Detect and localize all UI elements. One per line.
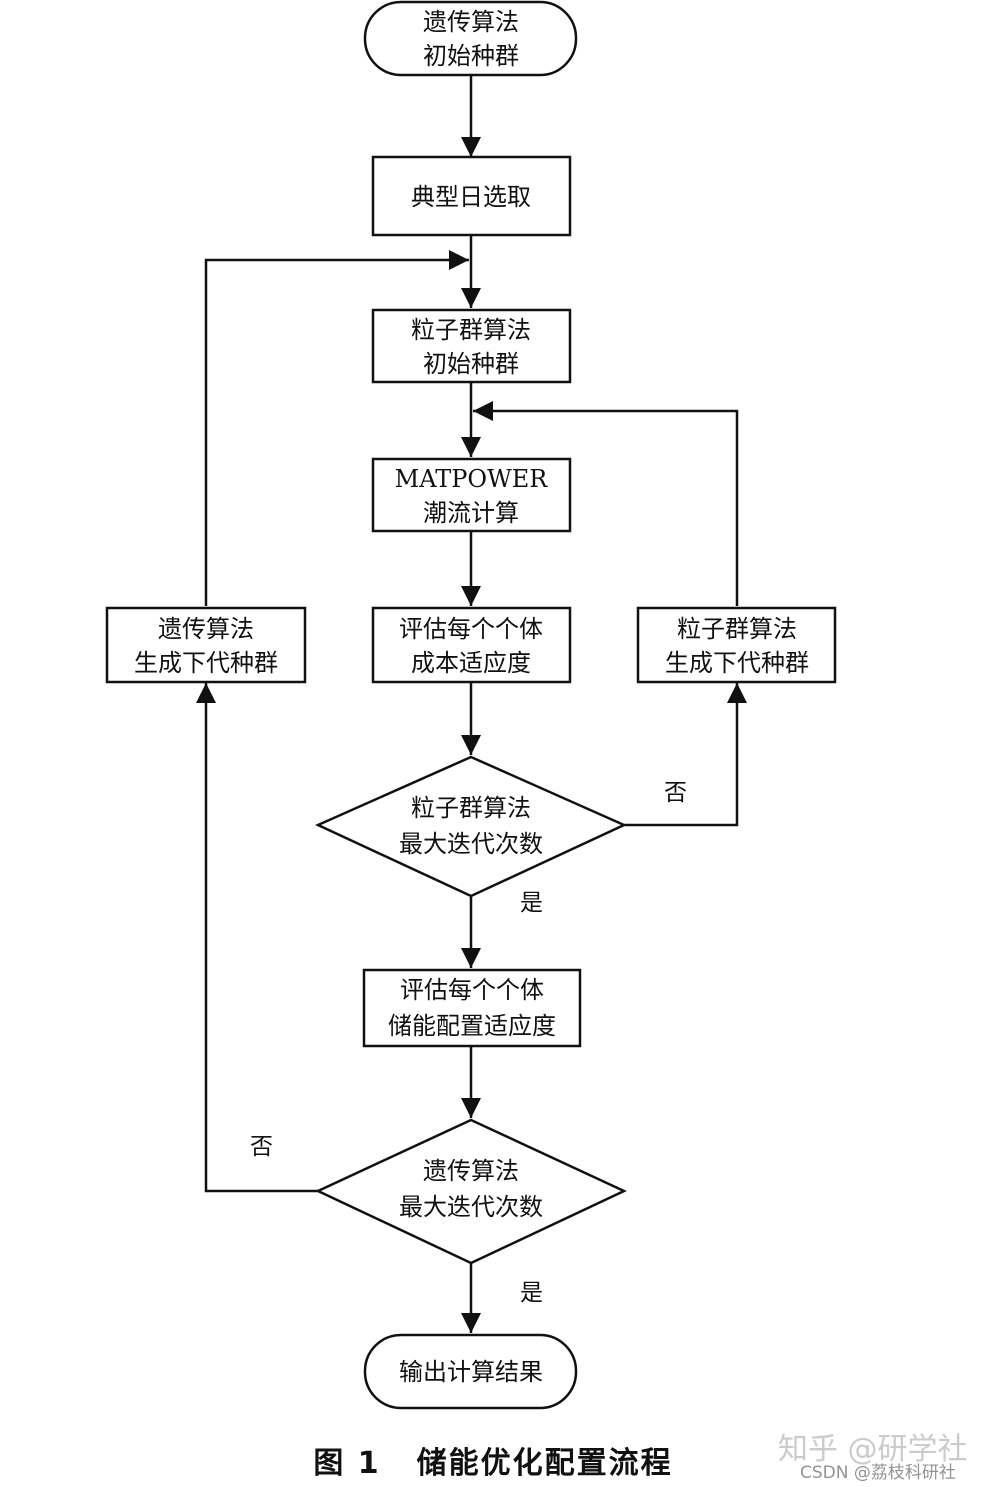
connectors: [196, 75, 747, 1333]
node-ga-max: 遗传算法 最大迭代次数: [315, 1118, 627, 1265]
node-ga-init-line2: 初始种群: [423, 42, 519, 70]
node-eval-storage-line1: 评估每个个体: [400, 976, 544, 1004]
process-box: [371, 308, 572, 384]
node-pso-init-line1: 粒子群算法: [411, 316, 531, 344]
edge-pso-max-no-loop: [624, 683, 747, 827]
node-pso-max: 粒子群算法 最大迭代次数: [314, 755, 628, 898]
node-output-label: 输出计算结果: [399, 1358, 543, 1386]
node-eval-cost-line2: 成本适应度: [411, 649, 531, 677]
node-matpower-line2: 潮流计算: [423, 499, 519, 527]
node-pso-next-line2: 生成下代种群: [665, 649, 809, 677]
node-ga-next-line1: 遗传算法: [158, 615, 254, 643]
node-ga-max-line1: 遗传算法: [423, 1157, 519, 1185]
node-ga-next: 遗传算法 生成下代种群: [105, 606, 307, 684]
zhihu-watermark: 知乎 @研学社: [778, 1432, 968, 1467]
process-box: [105, 606, 307, 684]
node-pso-init-line2: 初始种群: [423, 350, 519, 378]
node-ga-init-line1: 遗传算法: [423, 8, 519, 36]
node-pso-init: 粒子群算法 初始种群: [371, 308, 572, 384]
figure-title: 储能优化配置流程: [416, 1446, 673, 1481]
node-eval-cost-line1: 评估每个个体: [399, 615, 543, 643]
process-box: [371, 457, 572, 533]
node-typical-day-label: 典型日选取: [411, 183, 531, 211]
edge-ga-max-no-loop: [196, 683, 318, 1193]
figure-number: 图 1: [313, 1446, 381, 1481]
node-eval-storage-line2: 储能配置适应度: [388, 1012, 556, 1040]
node-typical-day: 典型日选取: [371, 155, 572, 237]
terminal-shape: [363, 0, 578, 77]
label-ga-no: 否: [250, 1134, 273, 1160]
edge-pso-next-to-matpower: [473, 401, 739, 606]
decision-diamond: [314, 755, 628, 898]
node-ga-max-line2: 最大迭代次数: [399, 1193, 543, 1221]
csdn-watermark: CSDN @荔枝科研社: [800, 1463, 956, 1483]
node-eval-storage: 评估每个个体 储能配置适应度: [362, 968, 582, 1048]
node-pso-max-line2: 最大迭代次数: [399, 830, 543, 858]
node-matpower-line1: MATPOWER: [395, 465, 549, 493]
figure-caption: 图 1 储能优化配置流程: [0, 1438, 986, 1482]
label-ga-yes: 是: [520, 1280, 543, 1306]
node-ga-init: 遗传算法 初始种群: [363, 0, 578, 77]
process-box: [362, 968, 582, 1048]
node-pso-max-line1: 粒子群算法: [411, 794, 531, 822]
node-matpower: MATPOWER 潮流计算: [371, 457, 572, 533]
decision-diamond: [315, 1118, 627, 1265]
node-ga-next-line2: 生成下代种群: [134, 649, 278, 677]
label-pso-yes: 是: [520, 890, 543, 916]
node-eval-cost: 评估每个个体 成本适应度: [371, 606, 572, 684]
process-box: [636, 606, 837, 684]
node-output: 输出计算结果: [363, 1333, 578, 1410]
terminal-shape: [363, 1333, 578, 1410]
process-box: [371, 155, 572, 237]
edge-ga-next-to-pso-init: [204, 250, 469, 606]
node-pso-next: 粒子群算法 生成下代种群: [636, 606, 837, 684]
label-pso-no: 否: [664, 780, 687, 806]
node-pso-next-line1: 粒子群算法: [677, 615, 797, 643]
process-box: [371, 606, 572, 684]
